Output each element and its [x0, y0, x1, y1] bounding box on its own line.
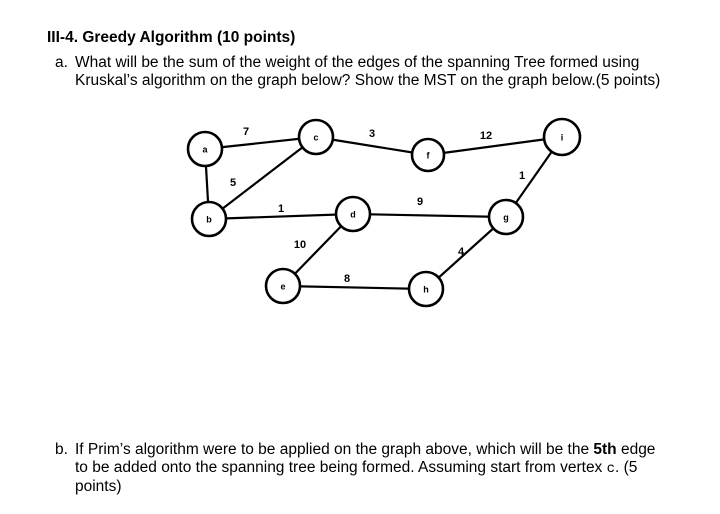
node-label-b: b — [206, 214, 212, 224]
graph-edge-weights: 7 5 3 1 12 1 9 10 8 4 — [230, 126, 525, 285]
part-b-line-1-text: If Prim’s algorithm were to be applied o… — [75, 441, 594, 458]
edge-weight-e-h: 8 — [344, 273, 350, 285]
node-label-g: g — [503, 212, 509, 222]
edge-weight-d-e: 10 — [294, 239, 306, 251]
edge-weight-a-c: 7 — [243, 126, 249, 138]
node-label-i: i — [561, 132, 564, 142]
edge-weight-c-f: 3 — [369, 128, 375, 140]
part-a-line-1: What will be the sum of the weight of th… — [75, 54, 640, 71]
node-d — [334, 195, 372, 233]
part-b-line-1: If Prim’s algorithm were to be applied o… — [75, 441, 695, 459]
node-label-e: e — [280, 281, 285, 291]
node-a — [186, 130, 224, 168]
part-b-line-1-end: edge — [616, 441, 656, 458]
edge-weight-a-b: 5 — [230, 177, 236, 189]
part-b-line-3: points) — [75, 478, 122, 495]
edge-c-f — [315, 135, 429, 157]
part-b-start-vertex: c — [606, 461, 616, 477]
part-b-edge-ordinal: 5th — [593, 441, 617, 458]
question-title: III-4. Greedy Algorithm (10 points) — [47, 29, 296, 46]
edge-weight-i-g: 1 — [519, 170, 525, 182]
edge-e-h — [282, 284, 427, 291]
node-label-c: c — [313, 132, 318, 142]
edge-weight-c-b: 1 — [278, 203, 284, 215]
node-label-h: h — [423, 284, 429, 294]
edge-c-b — [208, 136, 317, 220]
part-a-question: a. What will be the sum of the weight of… — [55, 54, 695, 90]
node-i — [542, 117, 582, 157]
part-b-line-2: to be added onto the spanning tree being… — [75, 459, 695, 478]
node-g — [487, 198, 525, 236]
node-e — [264, 267, 302, 305]
edge-b-d — [208, 212, 354, 221]
part-b-line-2-text: to be added onto the spanning tree being… — [75, 459, 607, 476]
node-h — [407, 270, 445, 308]
edge-weight-f-i: 12 — [480, 130, 492, 142]
edge-weight-d-g: 9 — [417, 196, 423, 208]
node-c — [297, 118, 335, 156]
node-f — [410, 137, 446, 173]
edge-weight-h-g: 4 — [458, 246, 465, 258]
edge-d-g — [352, 212, 507, 219]
node-b — [190, 200, 228, 238]
part-b-question: b. If Prim’s algorithm were to be applie… — [55, 441, 695, 496]
part-b-line-2-end: . (5 — [615, 459, 638, 476]
node-label-f: f — [427, 150, 431, 160]
part-a-line-2: Kruskal’s algorithm on the graph below? … — [75, 72, 661, 89]
edge-a-c — [204, 135, 317, 151]
part-a-label: a. — [55, 54, 68, 71]
node-label-a: a — [202, 144, 208, 154]
graph-nodes: a b c d e f g h i — [186, 117, 582, 308]
edge-f-i — [427, 135, 563, 157]
node-label-d: d — [350, 209, 356, 219]
part-b-label: b. — [55, 441, 68, 458]
